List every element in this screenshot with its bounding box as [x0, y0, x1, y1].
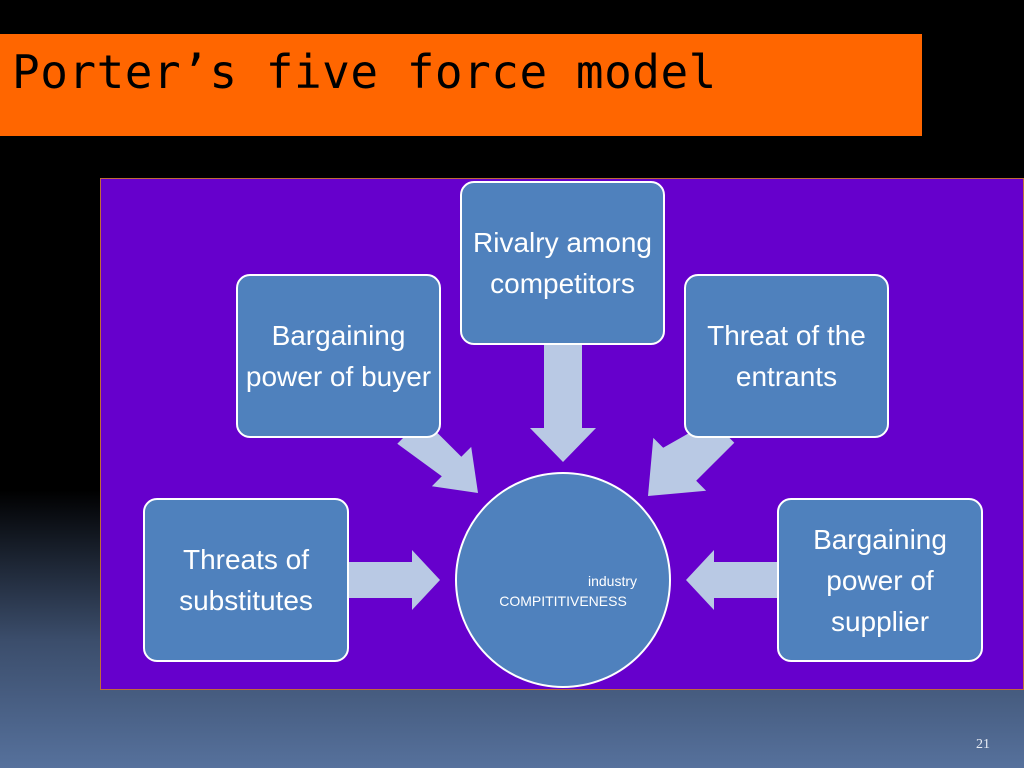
- force-rivalry-node: Rivalry among competitors: [460, 181, 665, 345]
- arrow-supplier: [686, 550, 777, 610]
- center-circle: industry COMPITITIVENESS: [455, 472, 671, 688]
- force-entrants-label: Threat of the entrants: [707, 320, 866, 392]
- force-supplier-label: Bargaining power of supplier: [813, 523, 947, 637]
- arrow-rivalry: [530, 345, 596, 462]
- force-rivalry-label: Rivalry among competitors: [473, 227, 652, 299]
- page-number: 21: [976, 737, 990, 752]
- force-buyer-label: Bargaining power of buyer: [245, 320, 432, 392]
- center-label-industry: industry: [587, 573, 637, 589]
- force-entrants-node: Threat of the entrants: [684, 274, 889, 438]
- force-substitutes-label: Threats of substitutes: [179, 544, 313, 616]
- force-buyer-node: Bargaining power of buyer: [236, 274, 441, 438]
- force-supplier-node: Bargaining power of supplier: [777, 498, 983, 662]
- slide-title: Porter’s five force model: [12, 45, 717, 99]
- arrow-substitutes: [349, 550, 440, 610]
- arrow-entrants: [648, 420, 735, 496]
- force-substitutes-node: Threats of substitutes: [143, 498, 349, 662]
- center-label-competitiveness: COMPITITIVENESS: [499, 593, 627, 609]
- title-bar: [0, 34, 922, 136]
